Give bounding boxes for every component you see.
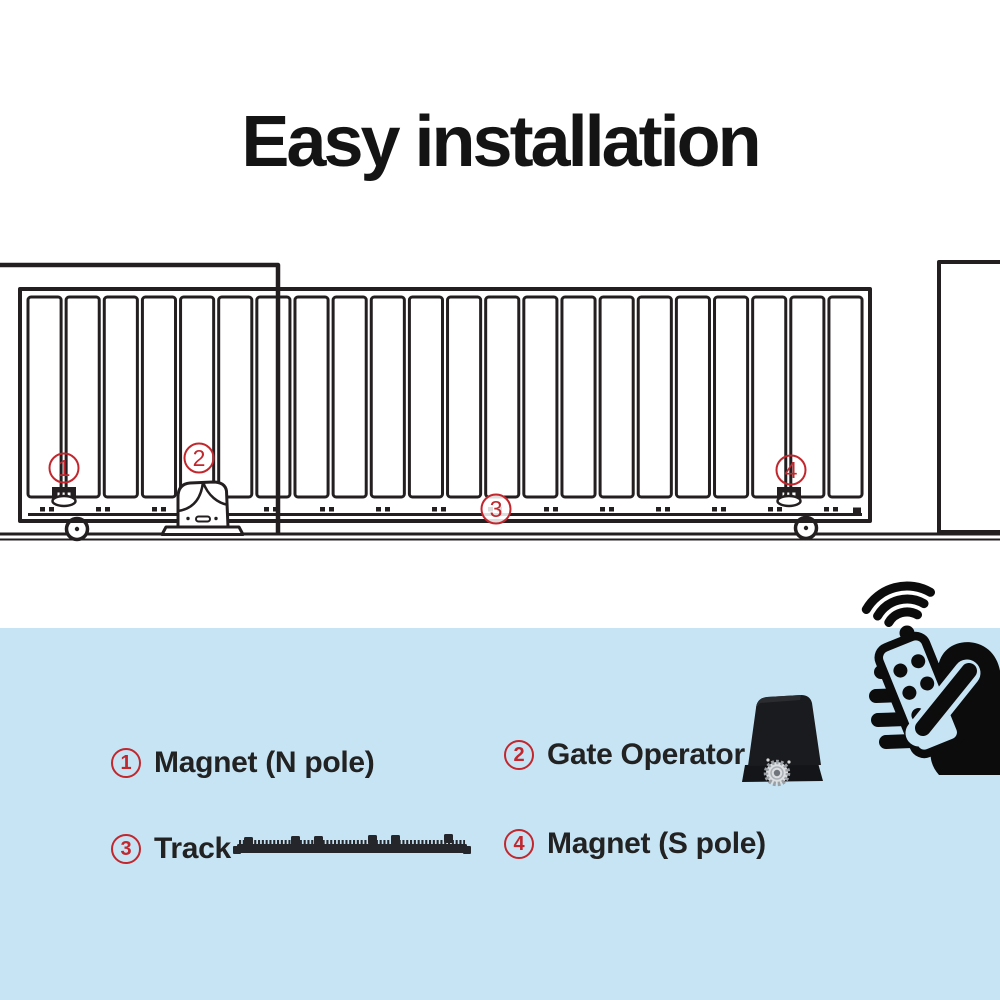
- signal-waves-icon: [861, 581, 935, 627]
- page-title: Easy installation: [241, 102, 761, 182]
- track-rack-teeth: [40, 507, 838, 512]
- operator-screw: [766, 758, 770, 762]
- callout-2-number: 2: [193, 445, 206, 471]
- track-photo: [233, 834, 471, 854]
- legend-label-gate-operator: Gate Operator: [547, 738, 745, 771]
- magnet-s-pole-drawing: [776, 487, 802, 508]
- legend-label-magnet-n-pole: Magnet (N pole): [154, 746, 375, 779]
- legend-section-background: [0, 628, 1000, 1000]
- thumb: [915, 663, 977, 736]
- gate-frame: [18, 287, 872, 523]
- gate-wheel-left: [64, 516, 90, 542]
- gate-operator-drawing: [160, 480, 245, 536]
- rack-bar: [233, 834, 471, 854]
- installation-diagram: 1 2 3 4: [0, 260, 1000, 542]
- gate-bar-panels: [26, 295, 864, 499]
- legend-label-track: Track: [154, 832, 231, 865]
- legend-label-magnet-s-pole: Magnet (S pole): [547, 827, 766, 860]
- left-fence-wall: [0, 262, 281, 533]
- legend-number-1: 1: [111, 748, 141, 778]
- operator-screw-2: [787, 760, 791, 764]
- callout-1: 1: [48, 452, 80, 484]
- operator-body: [748, 695, 821, 766]
- callout-3-number: 3: [490, 496, 503, 522]
- callout-4-number: 4: [785, 457, 798, 483]
- gate-operator-photo: [742, 695, 823, 787]
- legend-number-2: 2: [504, 740, 534, 770]
- legend-item-track: 3 Track: [111, 832, 231, 866]
- legend-item-magnet-n-pole: 1 Magnet (N pole): [111, 746, 375, 780]
- legend-number-3: 3: [111, 834, 141, 864]
- right-wall: [937, 260, 1000, 534]
- callout-2: 2: [183, 442, 215, 474]
- track-end-stop: [853, 507, 861, 515]
- magnet-n-pole-drawing: [51, 487, 77, 508]
- callout-3: 3: [480, 493, 512, 525]
- operator-gear: [763, 759, 791, 787]
- legend-number-4: 4: [504, 829, 534, 859]
- callout-4: 4: [775, 454, 807, 486]
- legend-item-magnet-s-pole: 4 Magnet (S pole): [504, 827, 766, 861]
- callout-1-number: 1: [58, 455, 71, 481]
- operator-top-shade: [756, 695, 801, 708]
- remote-control-icon: [861, 581, 1000, 775]
- legend-item-gate-operator: 2 Gate Operator: [504, 738, 745, 772]
